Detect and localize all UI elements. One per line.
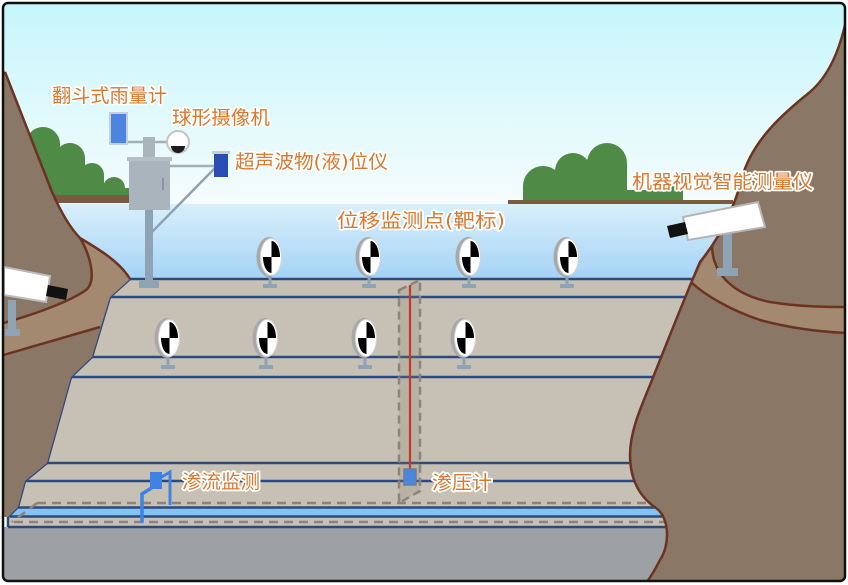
label-ultrasonic-level-meter: 超声波物(液)位仪: [235, 151, 388, 173]
left-camera-lens-icon: [46, 285, 68, 300]
left-camera-mount: [8, 300, 16, 334]
left-camera-mount-base: [5, 329, 20, 336]
ultrasonic-sensor-icon: [214, 153, 228, 177]
foundation-strip: [8, 517, 790, 527]
dome-camera-icon: [166, 130, 190, 154]
right-mountain: [628, 9, 845, 581]
dam-body: [18, 279, 790, 507]
right-vision-camera: [667, 200, 767, 276]
label-seepage-monitoring: 渗流监测: [182, 471, 260, 493]
seepage-pipe-right: [159, 469, 172, 505]
ultrasonic-sensor-cap: [212, 151, 230, 154]
right-camera-mount: [723, 234, 732, 270]
rain-gauge-icon: [109, 112, 128, 145]
seepage-monitor-device: [140, 469, 172, 523]
seepage-pipe-left: [140, 485, 154, 523]
labels: 翻斗式雨量计 球形摄像机 超声波物(液)位仪 位移监测点(靶标) 机器视觉智能测…: [50, 83, 815, 496]
label-piezometer: 渗压计: [432, 472, 492, 494]
label-rain-gauge: 翻斗式雨量计: [52, 85, 167, 107]
weather-station: [109, 112, 230, 288]
piezometer-borehole: [397, 278, 422, 506]
seepage-sensor-box: [150, 472, 162, 489]
right-camera-mount-base: [717, 268, 738, 276]
cabinet-lid: [127, 157, 172, 161]
station-pole: [145, 205, 153, 283]
label-dome-camera: 球形摄像机: [172, 107, 270, 129]
piezometer-sensor: [403, 468, 417, 486]
seepage-layer: [10, 508, 790, 516]
label-displacement-targets: 位移监测点(靶标): [337, 210, 505, 232]
station-mast: [143, 137, 155, 159]
right-island-shore: [508, 200, 733, 205]
label-machine-vision-instrument: 机器视觉智能测量仪: [632, 171, 813, 193]
station-pole-base: [139, 281, 159, 288]
dam-dashed-lines: [11, 501, 790, 524]
right-camera-lens-icon: [667, 222, 688, 238]
cabinet-handle: [162, 178, 164, 190]
left-island-shore: [45, 195, 130, 203]
right-mountain-band: [692, 245, 845, 333]
right-island: [508, 143, 733, 208]
left-vision-camera: [3, 265, 68, 336]
station-brace: [150, 167, 216, 234]
